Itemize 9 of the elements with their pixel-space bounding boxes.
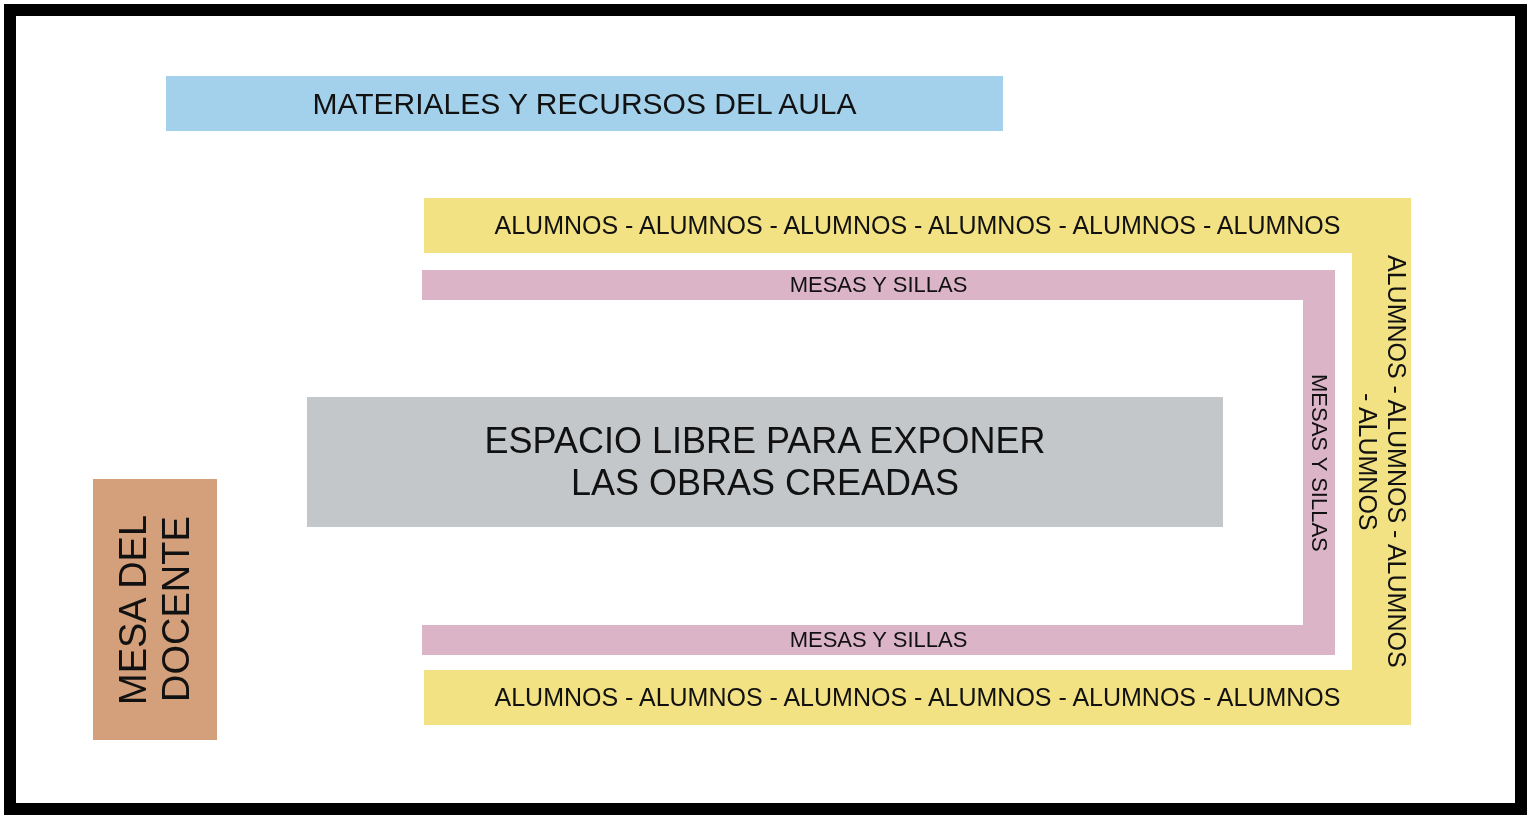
- exhibition-area: ESPACIO LIBRE PARA EXPONER LAS OBRAS CREADAS: [307, 397, 1223, 527]
- students-row: ALUMNOS - ALUMNOS - ALUMNOS - ALUMNOS: [1352, 253, 1411, 670]
- materials-area: MATERIALES Y RECURSOS DEL AULA: [166, 76, 1003, 131]
- tables-row: MESAS Y SILLAS: [422, 270, 1335, 300]
- students-row: ALUMNOS - ALUMNOS - ALUMNOS - ALUMNOS - ALUMNOS - ALUMNOS: [424, 670, 1411, 725]
- students-row: ALUMNOS - ALUMNOS - ALUMNOS - ALUMNOS - ALUMNOS - ALUMNOS: [424, 198, 1411, 253]
- teacher-desk: MESA DEL DOCENTE: [93, 479, 217, 740]
- tables-row: MESAS Y SILLAS: [422, 625, 1335, 655]
- tables-row: MESAS Y SILLAS: [1303, 300, 1335, 625]
